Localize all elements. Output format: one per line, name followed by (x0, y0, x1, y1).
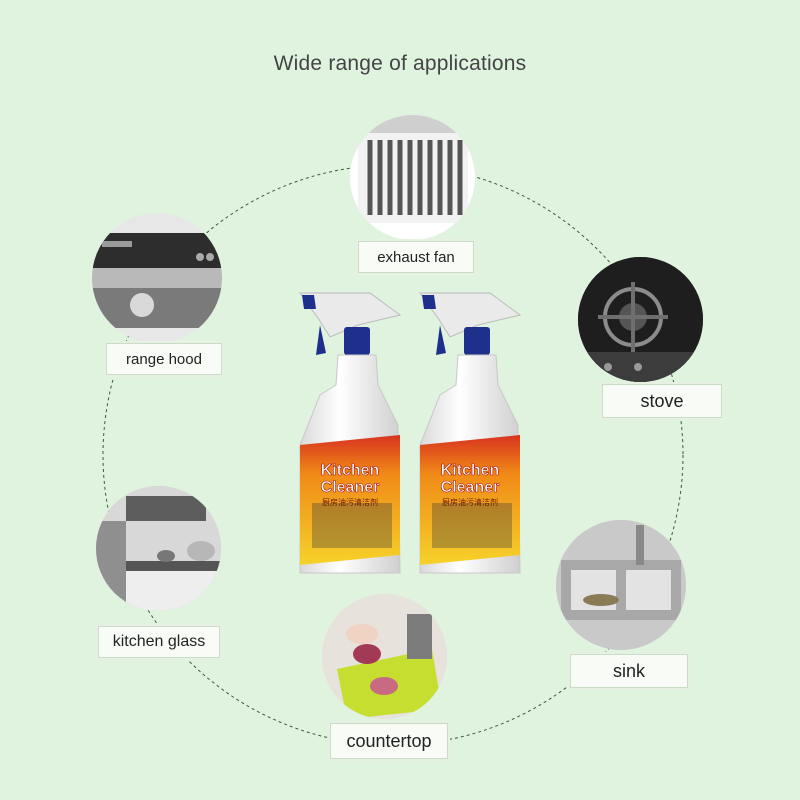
label-countertop: countertop (330, 723, 448, 759)
bottle-right-name-2: Cleaner (441, 479, 500, 496)
bottle-left-name-2: Cleaner (321, 479, 380, 496)
kitchen-cleaner-bottles: Kitchen Cleaner 厨房油污清洁剂 Kitchen Cleaner … (299, 292, 522, 574)
range-hood-photo (92, 213, 222, 343)
sink-photo (556, 520, 686, 650)
label-exhaust-fan: exhaust fan (358, 241, 474, 273)
bottle-left (299, 292, 402, 574)
kitchen-photo (96, 486, 221, 611)
label-sink: sink (570, 654, 688, 688)
bottle-right-name-1: Kitchen (441, 462, 500, 479)
label-stove: stove (602, 384, 722, 418)
bottle-left-subtitle: 厨房油污清洁剂 (322, 497, 378, 507)
bottle-right (419, 292, 522, 574)
label-kitchen-glass: kitchen glass (98, 626, 220, 658)
page-title: Wide range of applications (273, 52, 527, 75)
bottle-right-subtitle: 厨房油污清洁剂 (442, 497, 498, 507)
bottle-left-name-1: Kitchen (321, 462, 380, 479)
stove-photo (578, 257, 703, 382)
countertop-photo (322, 594, 447, 719)
exhaust-fan-photo (350, 115, 475, 240)
label-range-hood: range hood (106, 343, 222, 375)
